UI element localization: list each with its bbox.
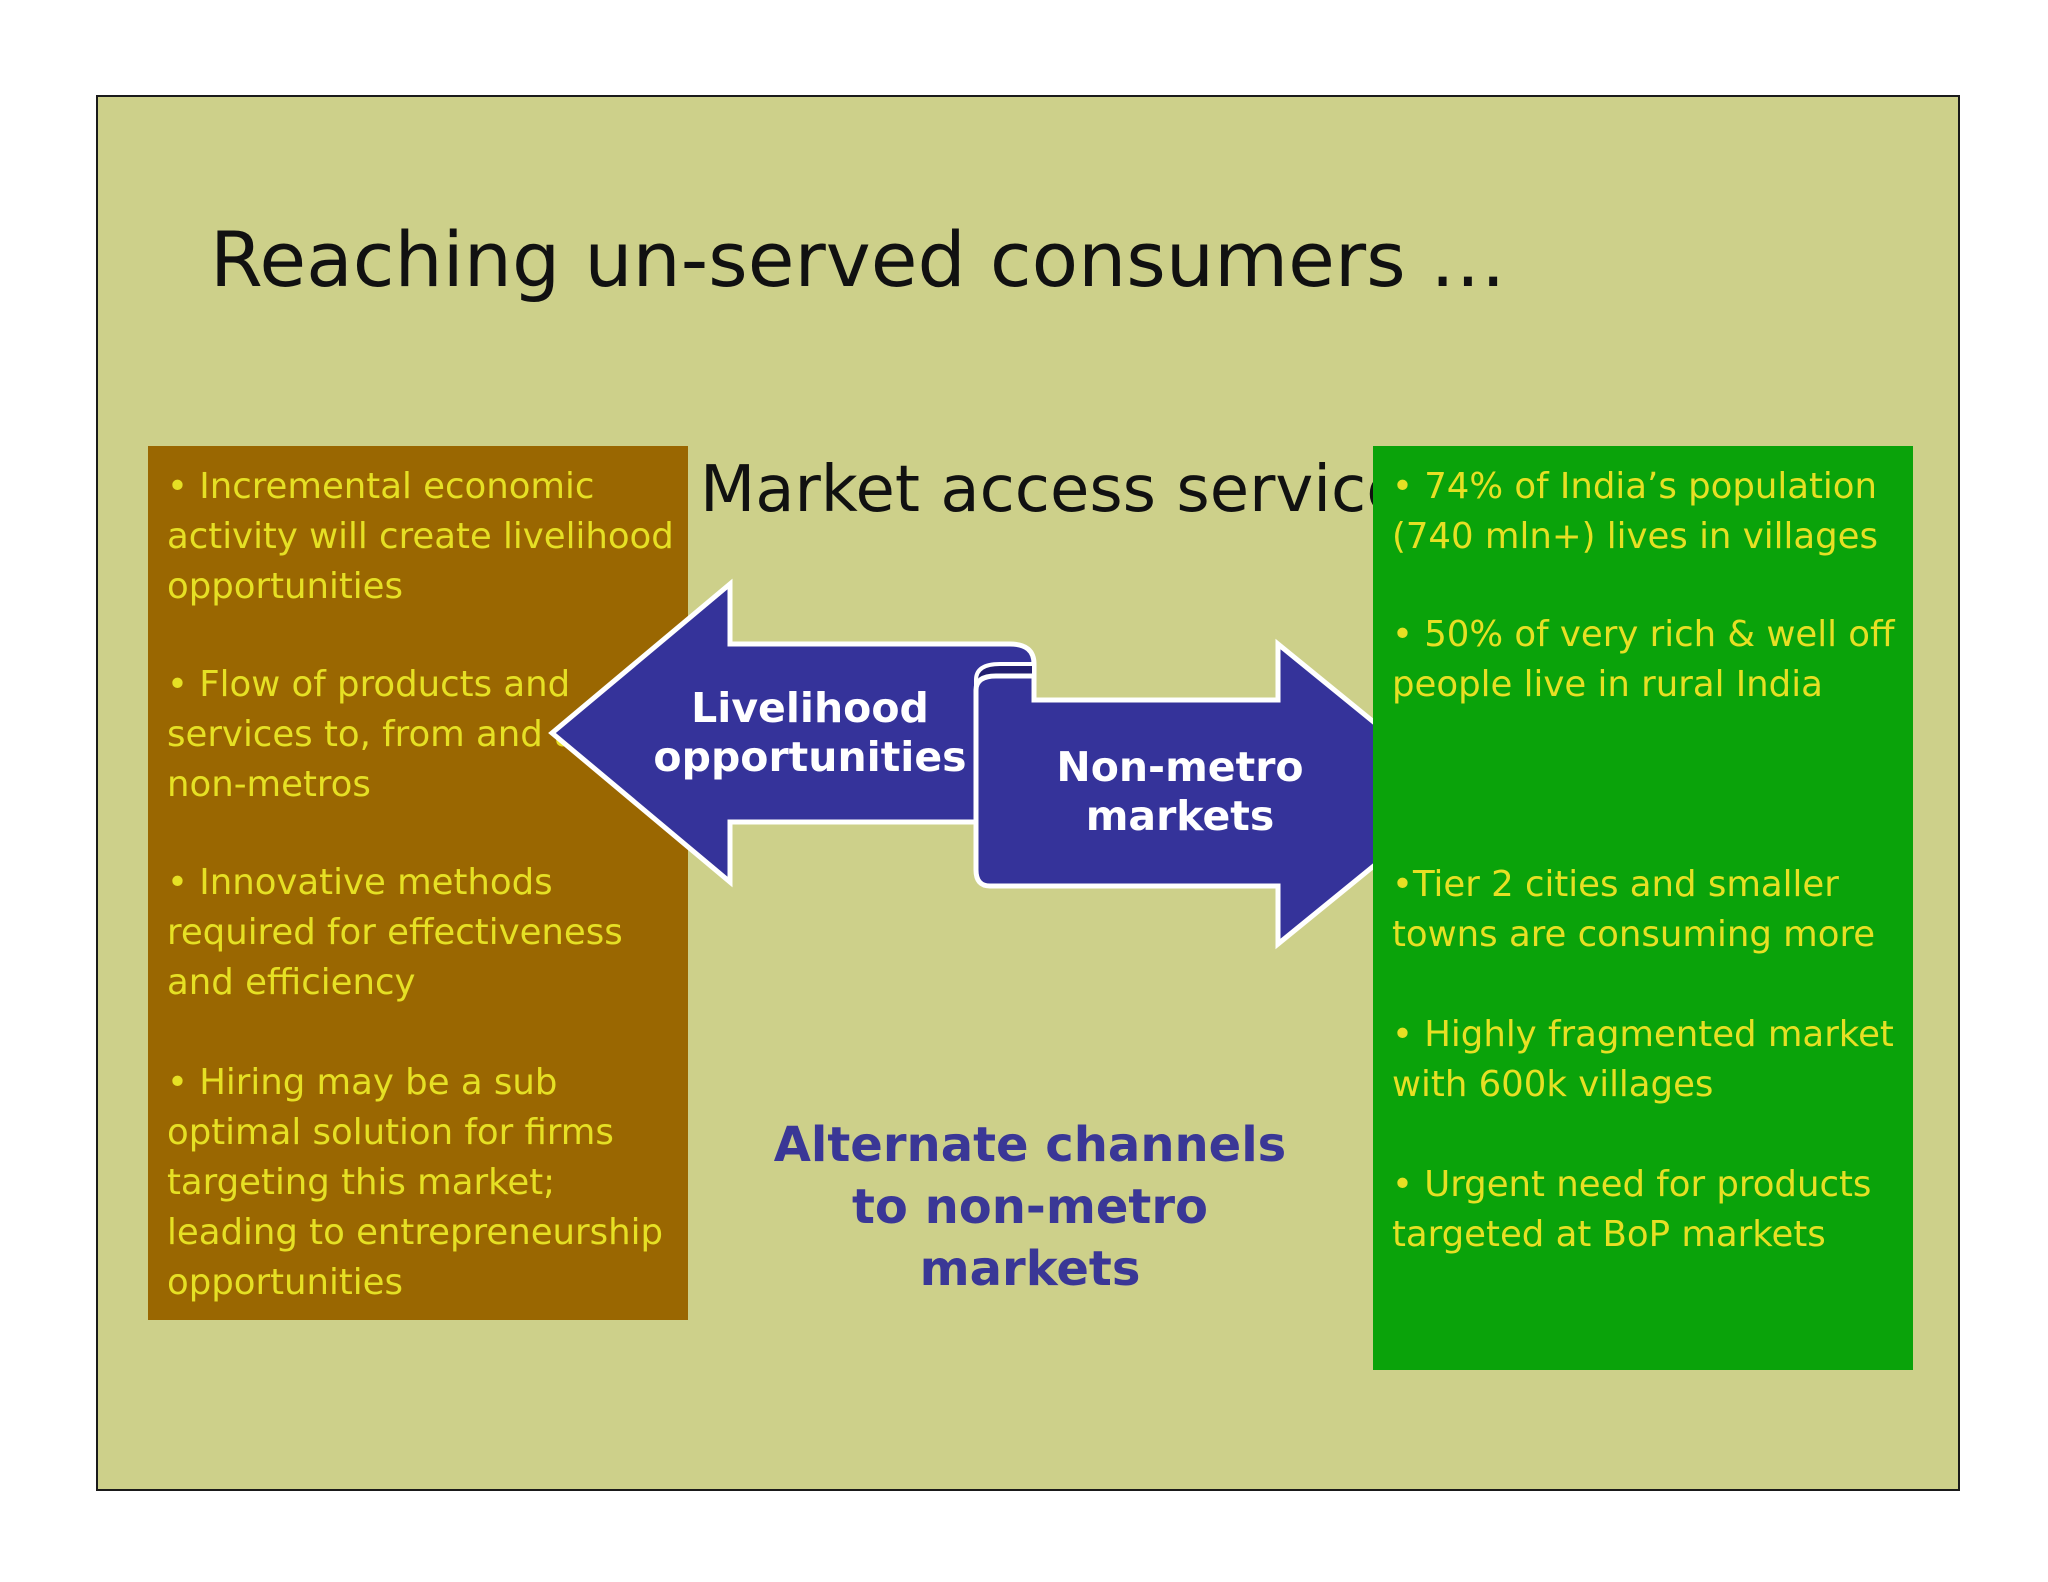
livelihood-label: Livelihood opportunities — [653, 684, 967, 781]
right-panel-item: • Urgent need for products targeted at B… — [1392, 1164, 1872, 1255]
slide-title: Reaching un-served consumers … — [210, 215, 1506, 304]
center-heading: Market access services — [700, 453, 1439, 527]
alternate-channels-label: Alternate channels to non-metro markets — [773, 1117, 1287, 1297]
right-panel-item: • Highly fragmented market with 600k vil… — [1392, 1014, 1894, 1105]
non-metro-label: Non-metro markets — [1056, 743, 1304, 840]
left-panel: • Incremental economic activity will cre… — [148, 446, 688, 1320]
left-panel-item: • Incremental economic activity will cre… — [167, 466, 674, 607]
left-panel-item: • Innovative methods required for effect… — [167, 862, 623, 1003]
right-panel-item: • 50% of very rich & well off people liv… — [1392, 614, 1895, 705]
right-panel-item: • 74% of India’s population (740 mln+) l… — [1392, 466, 1878, 557]
right-panel: • 74% of India’s population (740 mln+) l… — [1373, 446, 1913, 1370]
left-panel-item: • Hiring may be a sub optimal solution f… — [167, 1062, 664, 1303]
left-panel-item: • Flow of products and services to, from… — [167, 664, 678, 805]
right-panel-item: •Tier 2 cities and smaller towns are con… — [1392, 864, 1876, 955]
